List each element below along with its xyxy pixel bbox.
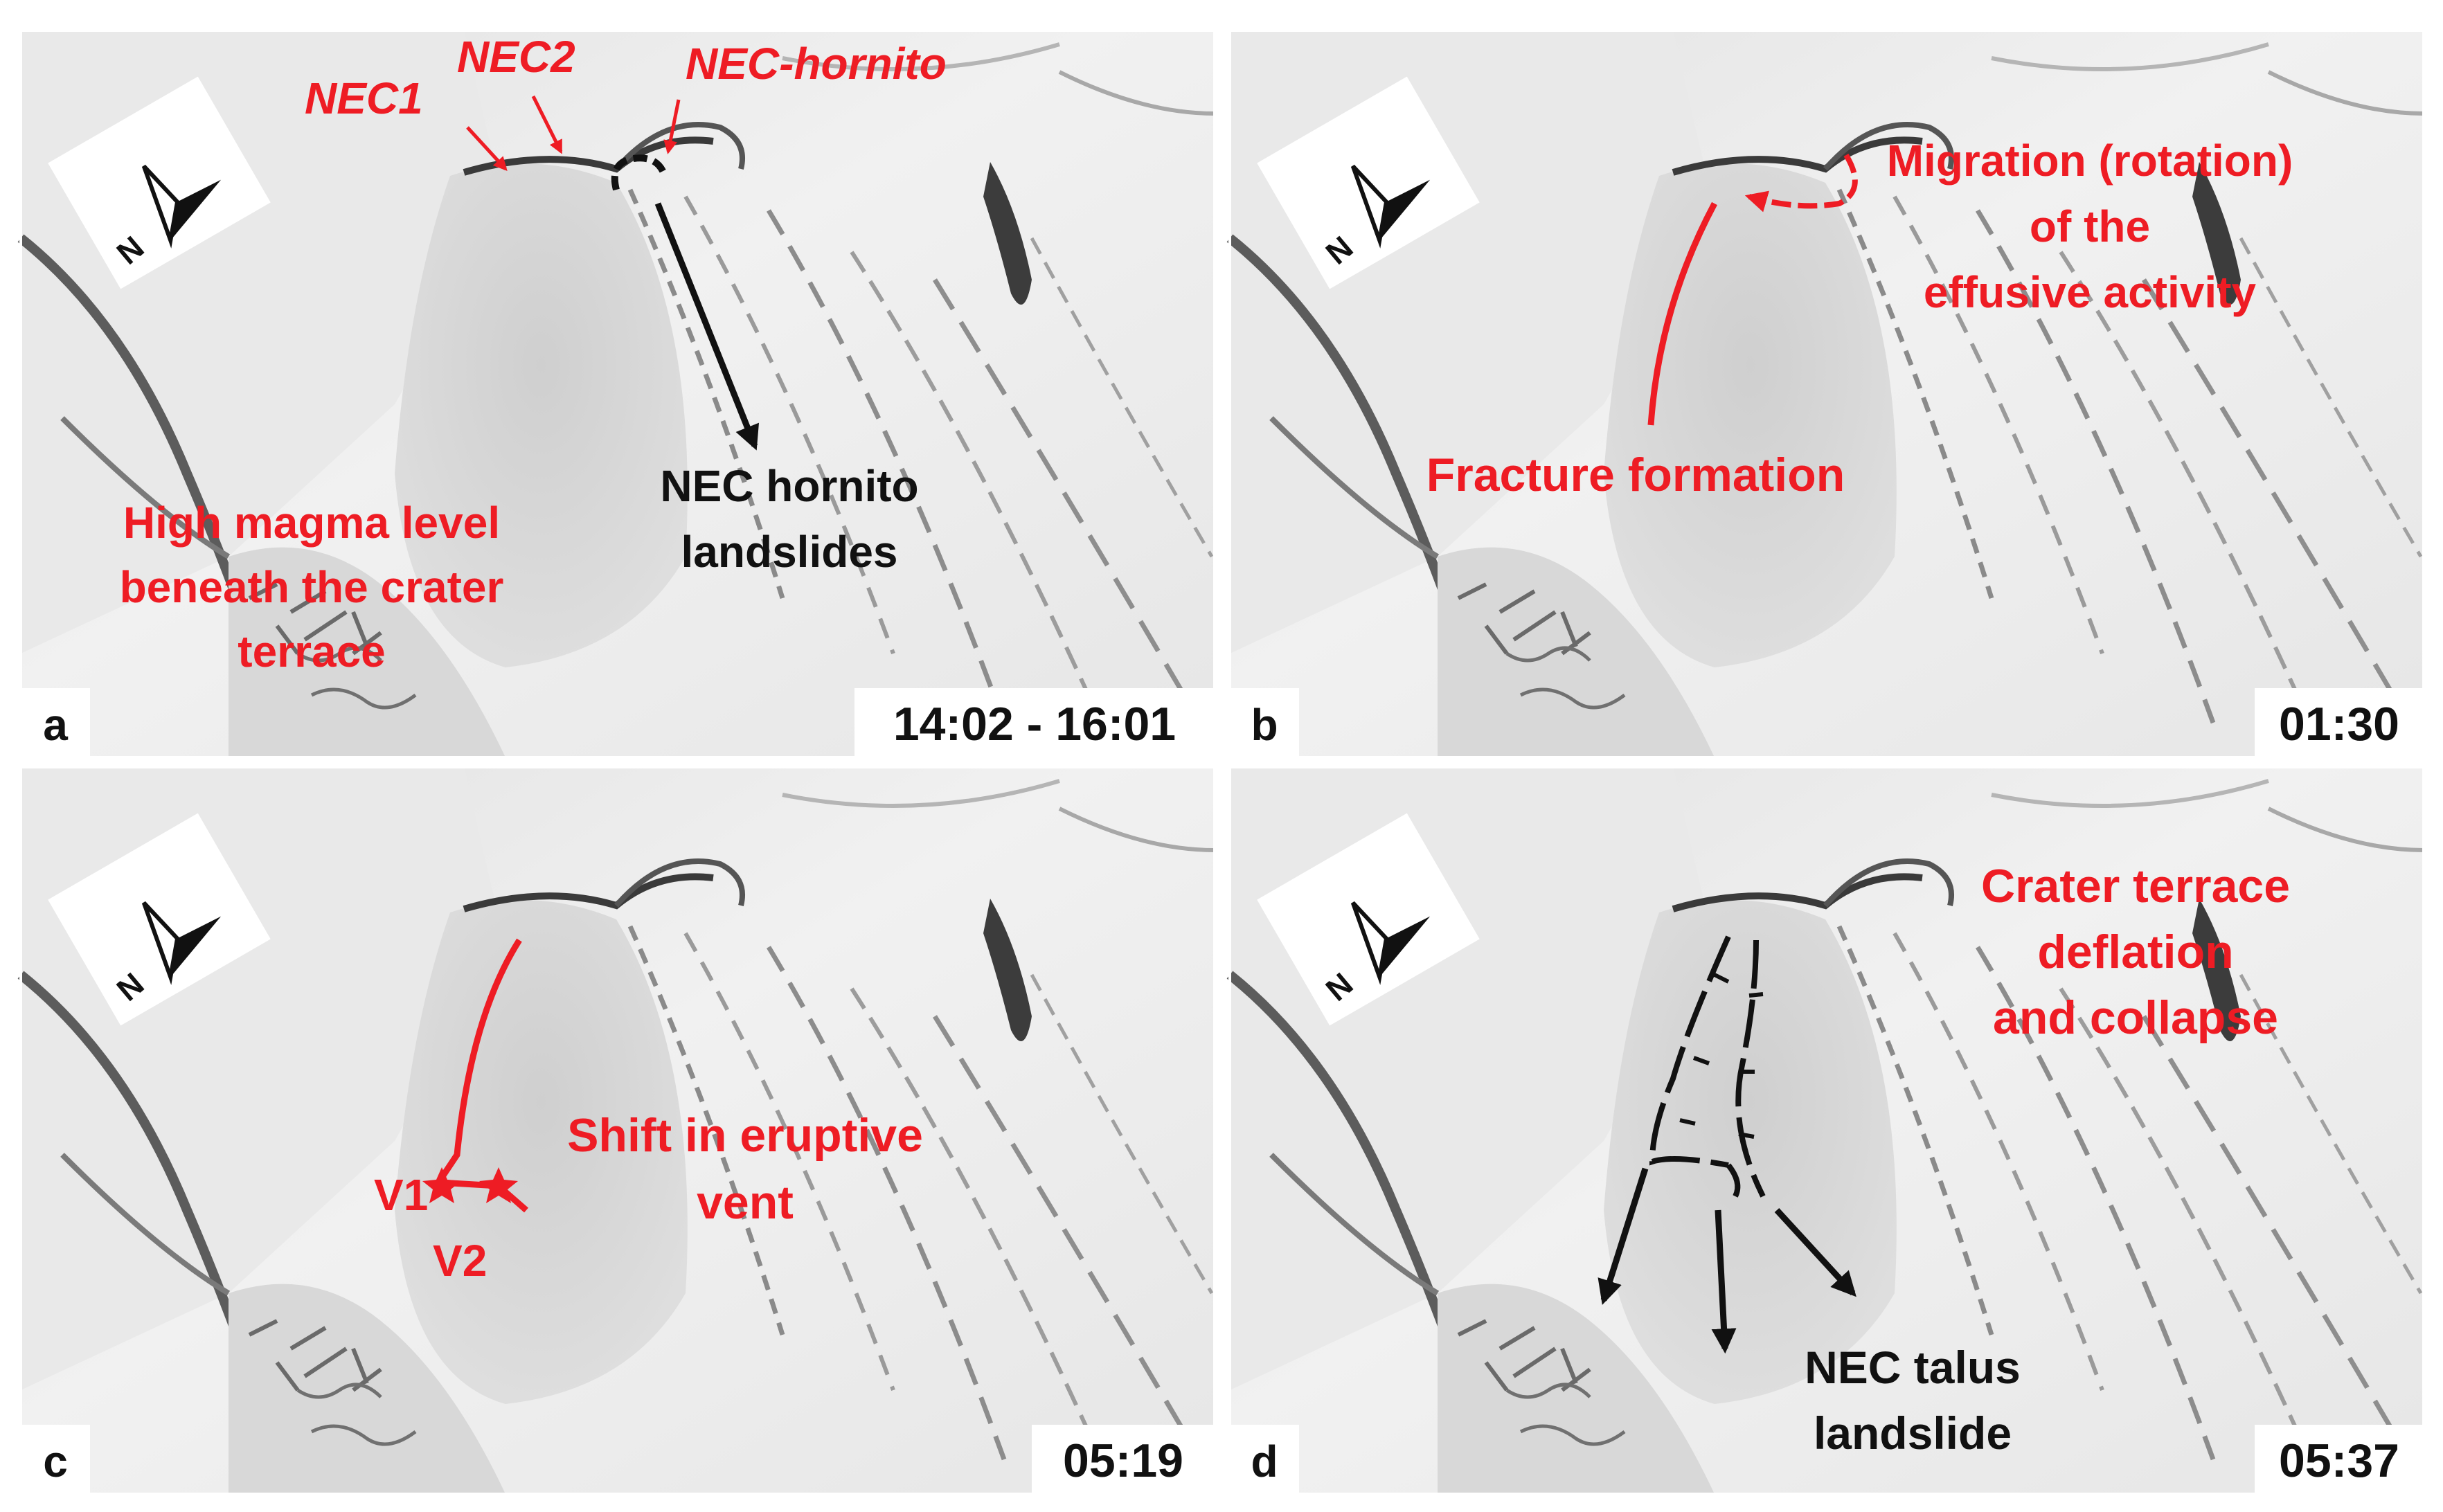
label-magma-2: beneath the crater (120, 562, 504, 612)
fracture-line (433, 938, 522, 1188)
panel-time-b: 01:30 (2279, 698, 2399, 750)
landslide-arrow-left (1598, 1167, 1649, 1305)
label-v1: V1 (374, 1170, 428, 1220)
collapse-outline-left (1649, 935, 1731, 1168)
panel-letter-c: c (43, 1437, 68, 1486)
label-deflation-1: Crater terrace (1981, 860, 2290, 912)
label-fracture: Fracture formation (1426, 449, 1845, 501)
label-hornito-landslides-2: landslides (681, 527, 898, 577)
landslide-arrow-right (1774, 1207, 1856, 1297)
north-arrow-icon: N (1257, 76, 1480, 289)
label-talus-1: NEC talus (1805, 1342, 2021, 1393)
landslide-arrow-middle (1711, 1209, 1737, 1354)
label-magma-1: High magma level (123, 498, 500, 548)
label-shift-2: vent (697, 1176, 794, 1229)
collapse-outline-right (1735, 939, 1766, 1198)
panel-letter-a: a (43, 700, 68, 750)
panel-time-c: 05:19 (1063, 1434, 1183, 1487)
label-deflation-3: and collapse (1993, 991, 2278, 1044)
rotation-arrow (1744, 153, 1858, 213)
panel-b: N Migration (rotation) of the effusive a… (1230, 30, 2424, 757)
vent-v1-star-icon (422, 1167, 461, 1203)
panel-c: N V1 V2 Shift in eruptive vent c 05:19 (21, 767, 1215, 1494)
label-v2: V2 (433, 1236, 487, 1286)
panel-letter-d: d (1251, 1437, 1278, 1486)
panel-letter-b: b (1251, 700, 1278, 750)
north-arrow-icon: N (1257, 813, 1480, 1026)
label-shift-1: Shift in eruptive (567, 1109, 923, 1162)
label-nec2: NEC2 (457, 32, 575, 82)
north-arrow-icon: N (48, 813, 271, 1026)
label-migration-1: Migration (rotation) (1887, 136, 2293, 186)
label-talus-2: landslide (1814, 1407, 2012, 1459)
label-migration-3: effusive activity (1924, 267, 2257, 317)
label-hornito-landslides-1: NEC hornito (660, 461, 918, 511)
label-deflation-2: deflation (2037, 926, 2233, 978)
fracture-line (1647, 201, 1717, 426)
panel-time-a: 14:02 - 16:01 (893, 698, 1176, 750)
label-magma-3: terrace (238, 627, 386, 676)
vent-v2-star-icon (479, 1167, 518, 1203)
panel-a: N NEC1 NEC2 NEC-hornito NEC hornito land… (21, 30, 1215, 757)
panel-time-d: 05:37 (2279, 1434, 2399, 1487)
label-migration-2: of the (2030, 201, 2150, 251)
landslide-arrow (654, 202, 760, 451)
panel-d: N Crater terrace deflation and collapse … (1230, 767, 2424, 1494)
label-nec1: NEC1 (305, 73, 423, 123)
label-nec-hornito: NEC-hornito (686, 39, 947, 89)
north-arrow-icon: N (48, 76, 271, 289)
